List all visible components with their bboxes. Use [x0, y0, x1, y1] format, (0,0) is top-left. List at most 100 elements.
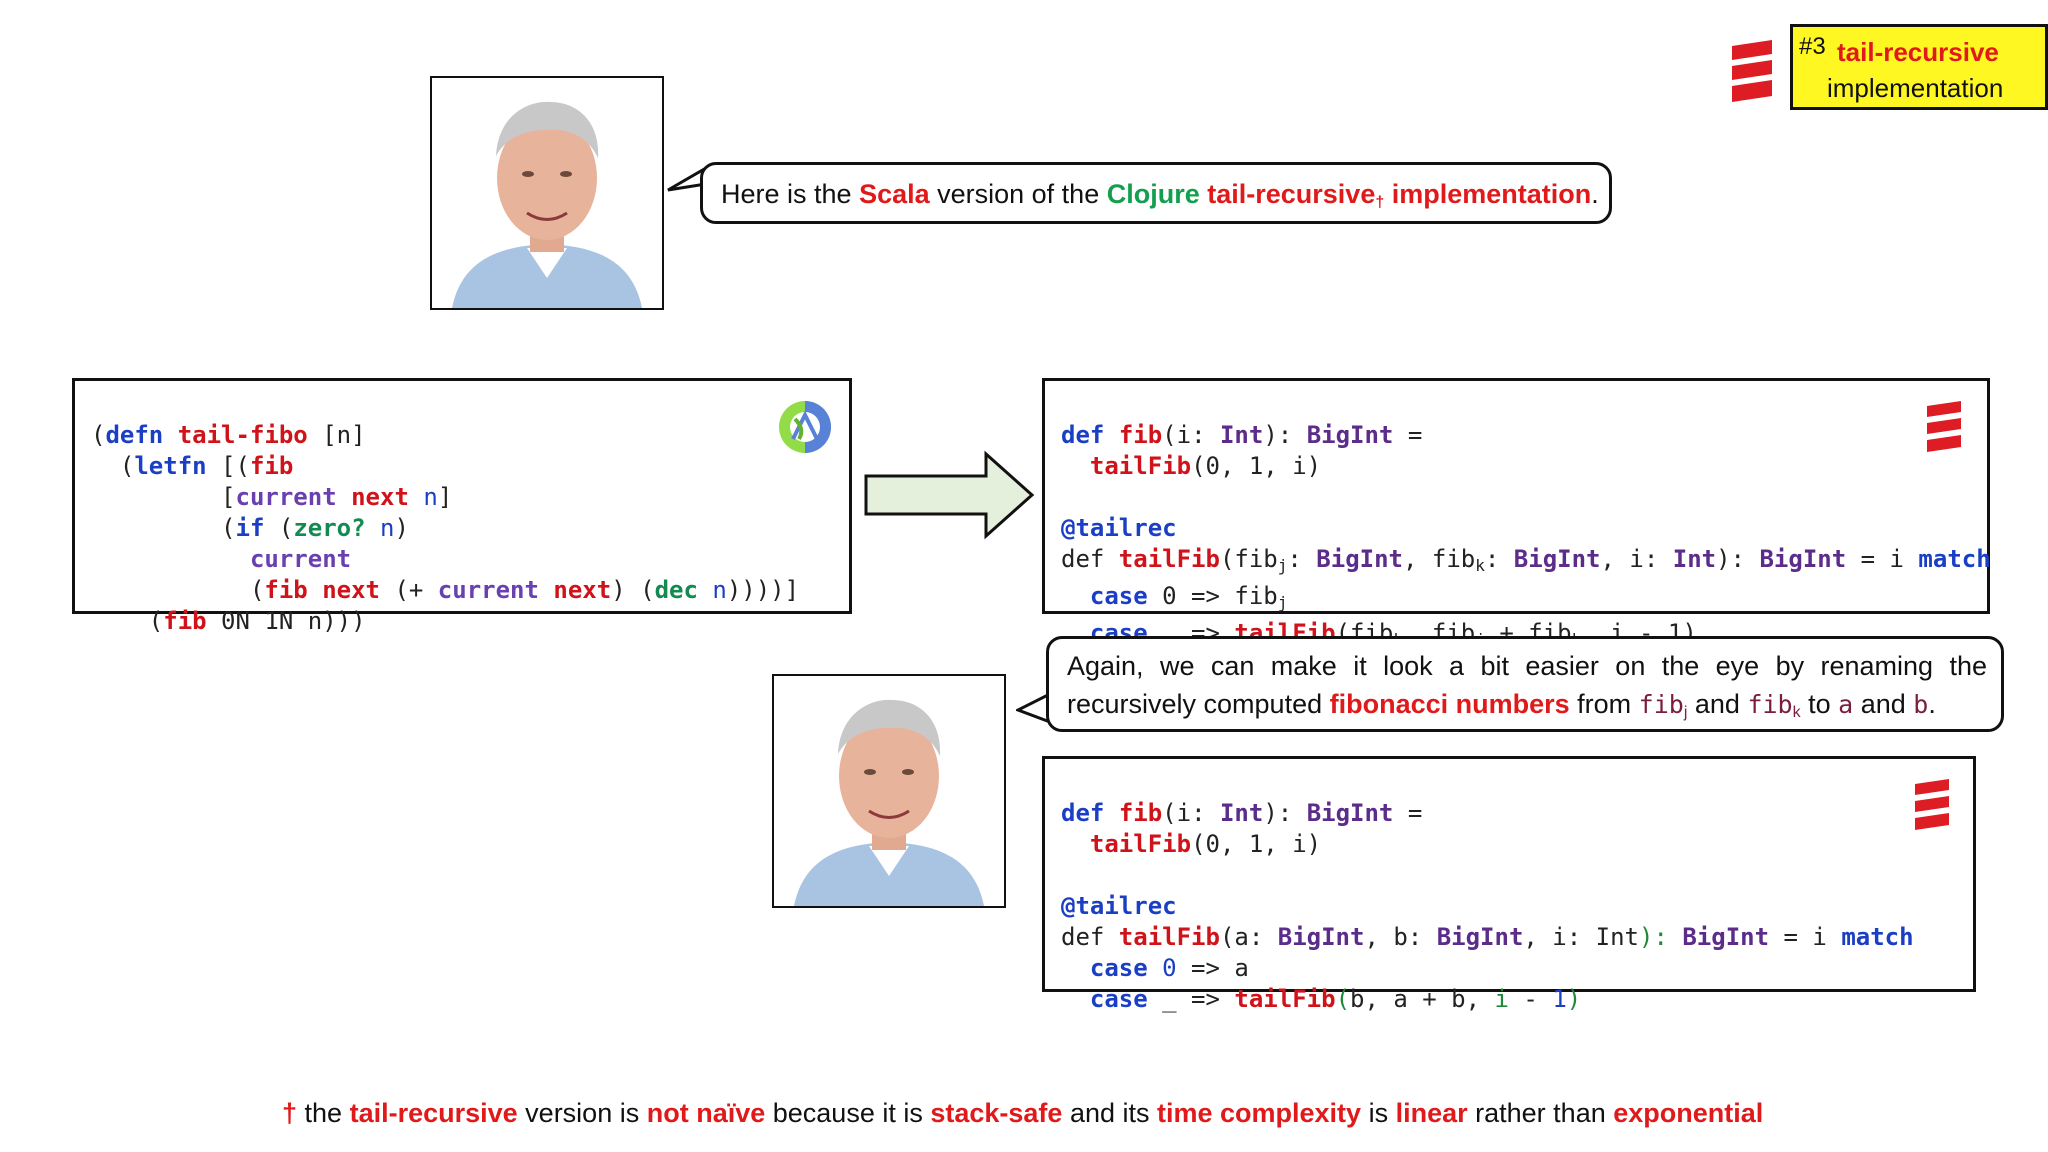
code-token: ( [264, 514, 294, 542]
bubble-text: Here is the [721, 179, 860, 209]
bubble-text: . [1928, 689, 1936, 719]
code-token: = [1393, 799, 1423, 827]
scala-logo-icon [1913, 777, 1951, 833]
right-arrow-icon [862, 450, 1042, 540]
dagger-mark: † [1375, 194, 1385, 211]
code-token [91, 545, 250, 573]
code-token: def [1061, 923, 1119, 951]
clojure-code-box: (defn tail-fibo [n] (letfn [(fib [curren… [72, 378, 852, 635]
code-token: BigInt [1277, 923, 1365, 951]
footnote-text: is [1361, 1098, 1396, 1128]
bubble-text: fibonacci numbers [1329, 689, 1570, 719]
code-token [409, 483, 423, 511]
code-token: [n] [307, 421, 366, 449]
badge-subtitle: implementation [1827, 73, 2004, 103]
code-token: ): [1716, 545, 1760, 573]
code-token: b [1913, 690, 1929, 719]
code-token [1061, 985, 1090, 1013]
code-token [1148, 954, 1162, 982]
badge-number: #3 [1799, 33, 1826, 60]
code-token: tailFib [1118, 545, 1220, 573]
code-token: _ => [1147, 985, 1235, 1013]
footnote: † the tail-recursive version is not naïv… [282, 1098, 1763, 1129]
code-token: case [1089, 985, 1148, 1013]
code-token: def [1061, 799, 1105, 827]
scala-logo-icon [1925, 399, 1963, 455]
code-token: current [249, 545, 352, 573]
code-token: 0 => fib [1147, 582, 1278, 610]
bubble-text: version of the [929, 179, 1107, 209]
code-token: ( [91, 576, 265, 604]
code-token [337, 483, 351, 511]
code-token: ) ( [611, 576, 655, 604]
code-token: match [1918, 545, 1991, 573]
section-badge: #3 tail-recursive implementation [1790, 24, 2048, 110]
code-token: tail-fibo [177, 421, 308, 449]
code-token: , i: [1600, 545, 1673, 573]
code-token: ): [1263, 421, 1307, 449]
code-token: def [1061, 545, 1119, 573]
footnote-text: exponential [1613, 1098, 1764, 1128]
bubble-text: to [1800, 689, 1839, 719]
code-token: - [1508, 985, 1553, 1013]
code-token [1061, 954, 1090, 982]
presenter-photo [430, 76, 664, 310]
code-token: ): [1639, 923, 1683, 951]
code-token: (fib [1219, 545, 1278, 573]
code-token: next [322, 576, 380, 604]
bubble-tail [1014, 688, 1051, 728]
footnote-text: not naïve [646, 1098, 766, 1128]
code-token: (i: [1162, 421, 1220, 449]
code-token: ( [91, 607, 164, 635]
code-token: zero? [293, 514, 366, 542]
code-token: ] [437, 483, 453, 511]
code-token: : [1484, 545, 1514, 573]
code-token: tailFib [1118, 923, 1220, 951]
code-token: j [1277, 593, 1288, 612]
code-token: n [380, 514, 395, 542]
code-token: fib [163, 607, 207, 635]
code-token: , b: [1364, 923, 1437, 951]
bubble-text: implementation [1384, 179, 1592, 209]
code-token: , i: Int [1523, 923, 1639, 951]
code-token: fib [1118, 421, 1163, 449]
code-token: BigInt [1682, 923, 1770, 951]
code-token: letfn [134, 452, 207, 480]
code-token: defn [105, 421, 164, 449]
bubble-text: tail-recursive [1199, 179, 1376, 209]
code-token: Int [1219, 799, 1264, 827]
footnote-text: rather than [1467, 1098, 1614, 1128]
code-token: match [1841, 923, 1914, 951]
code-token: n [423, 483, 438, 511]
footnote-text: stack-safe [930, 1098, 1063, 1128]
scala-logo-icon [1730, 38, 1774, 104]
code-token: tailFib [1089, 452, 1192, 480]
code-token: k [1792, 704, 1801, 721]
code-token: BigInt [1306, 799, 1394, 827]
code-token: tailFib [1089, 830, 1192, 858]
dagger-mark: † [282, 1098, 298, 1128]
code-token: , fib [1403, 545, 1476, 573]
code-token: BigInt [1513, 545, 1601, 573]
code-token: 1 [1552, 985, 1567, 1013]
code-token: next [553, 576, 612, 604]
badge-title: tail-recursive [1837, 37, 1999, 67]
code-token: fib [1638, 690, 1684, 719]
speech-bubble-2: Again, we can make it look a bit easier … [1046, 636, 2004, 732]
code-token: (i: [1162, 799, 1220, 827]
scala-code-box-1: def fib(i: Int): BigInt = tailFib(0, 1, … [1042, 378, 1991, 649]
bubble-text: Scala [859, 179, 930, 209]
code-token: [( [206, 452, 250, 480]
code-token: ( [91, 421, 106, 449]
footnote-text: the [297, 1098, 350, 1128]
clojure-logo-icon [777, 399, 833, 455]
code-token: current [437, 576, 539, 604]
code-token: Int [1219, 421, 1264, 449]
code-token: j [1683, 704, 1688, 721]
code-token: (+ [380, 576, 438, 604]
code-token: fib [249, 452, 294, 480]
code-token: ) [1566, 985, 1582, 1013]
code-token: = i [1769, 923, 1842, 951]
footnote-text: and its [1062, 1098, 1157, 1128]
bubble-text: and [1687, 689, 1748, 719]
